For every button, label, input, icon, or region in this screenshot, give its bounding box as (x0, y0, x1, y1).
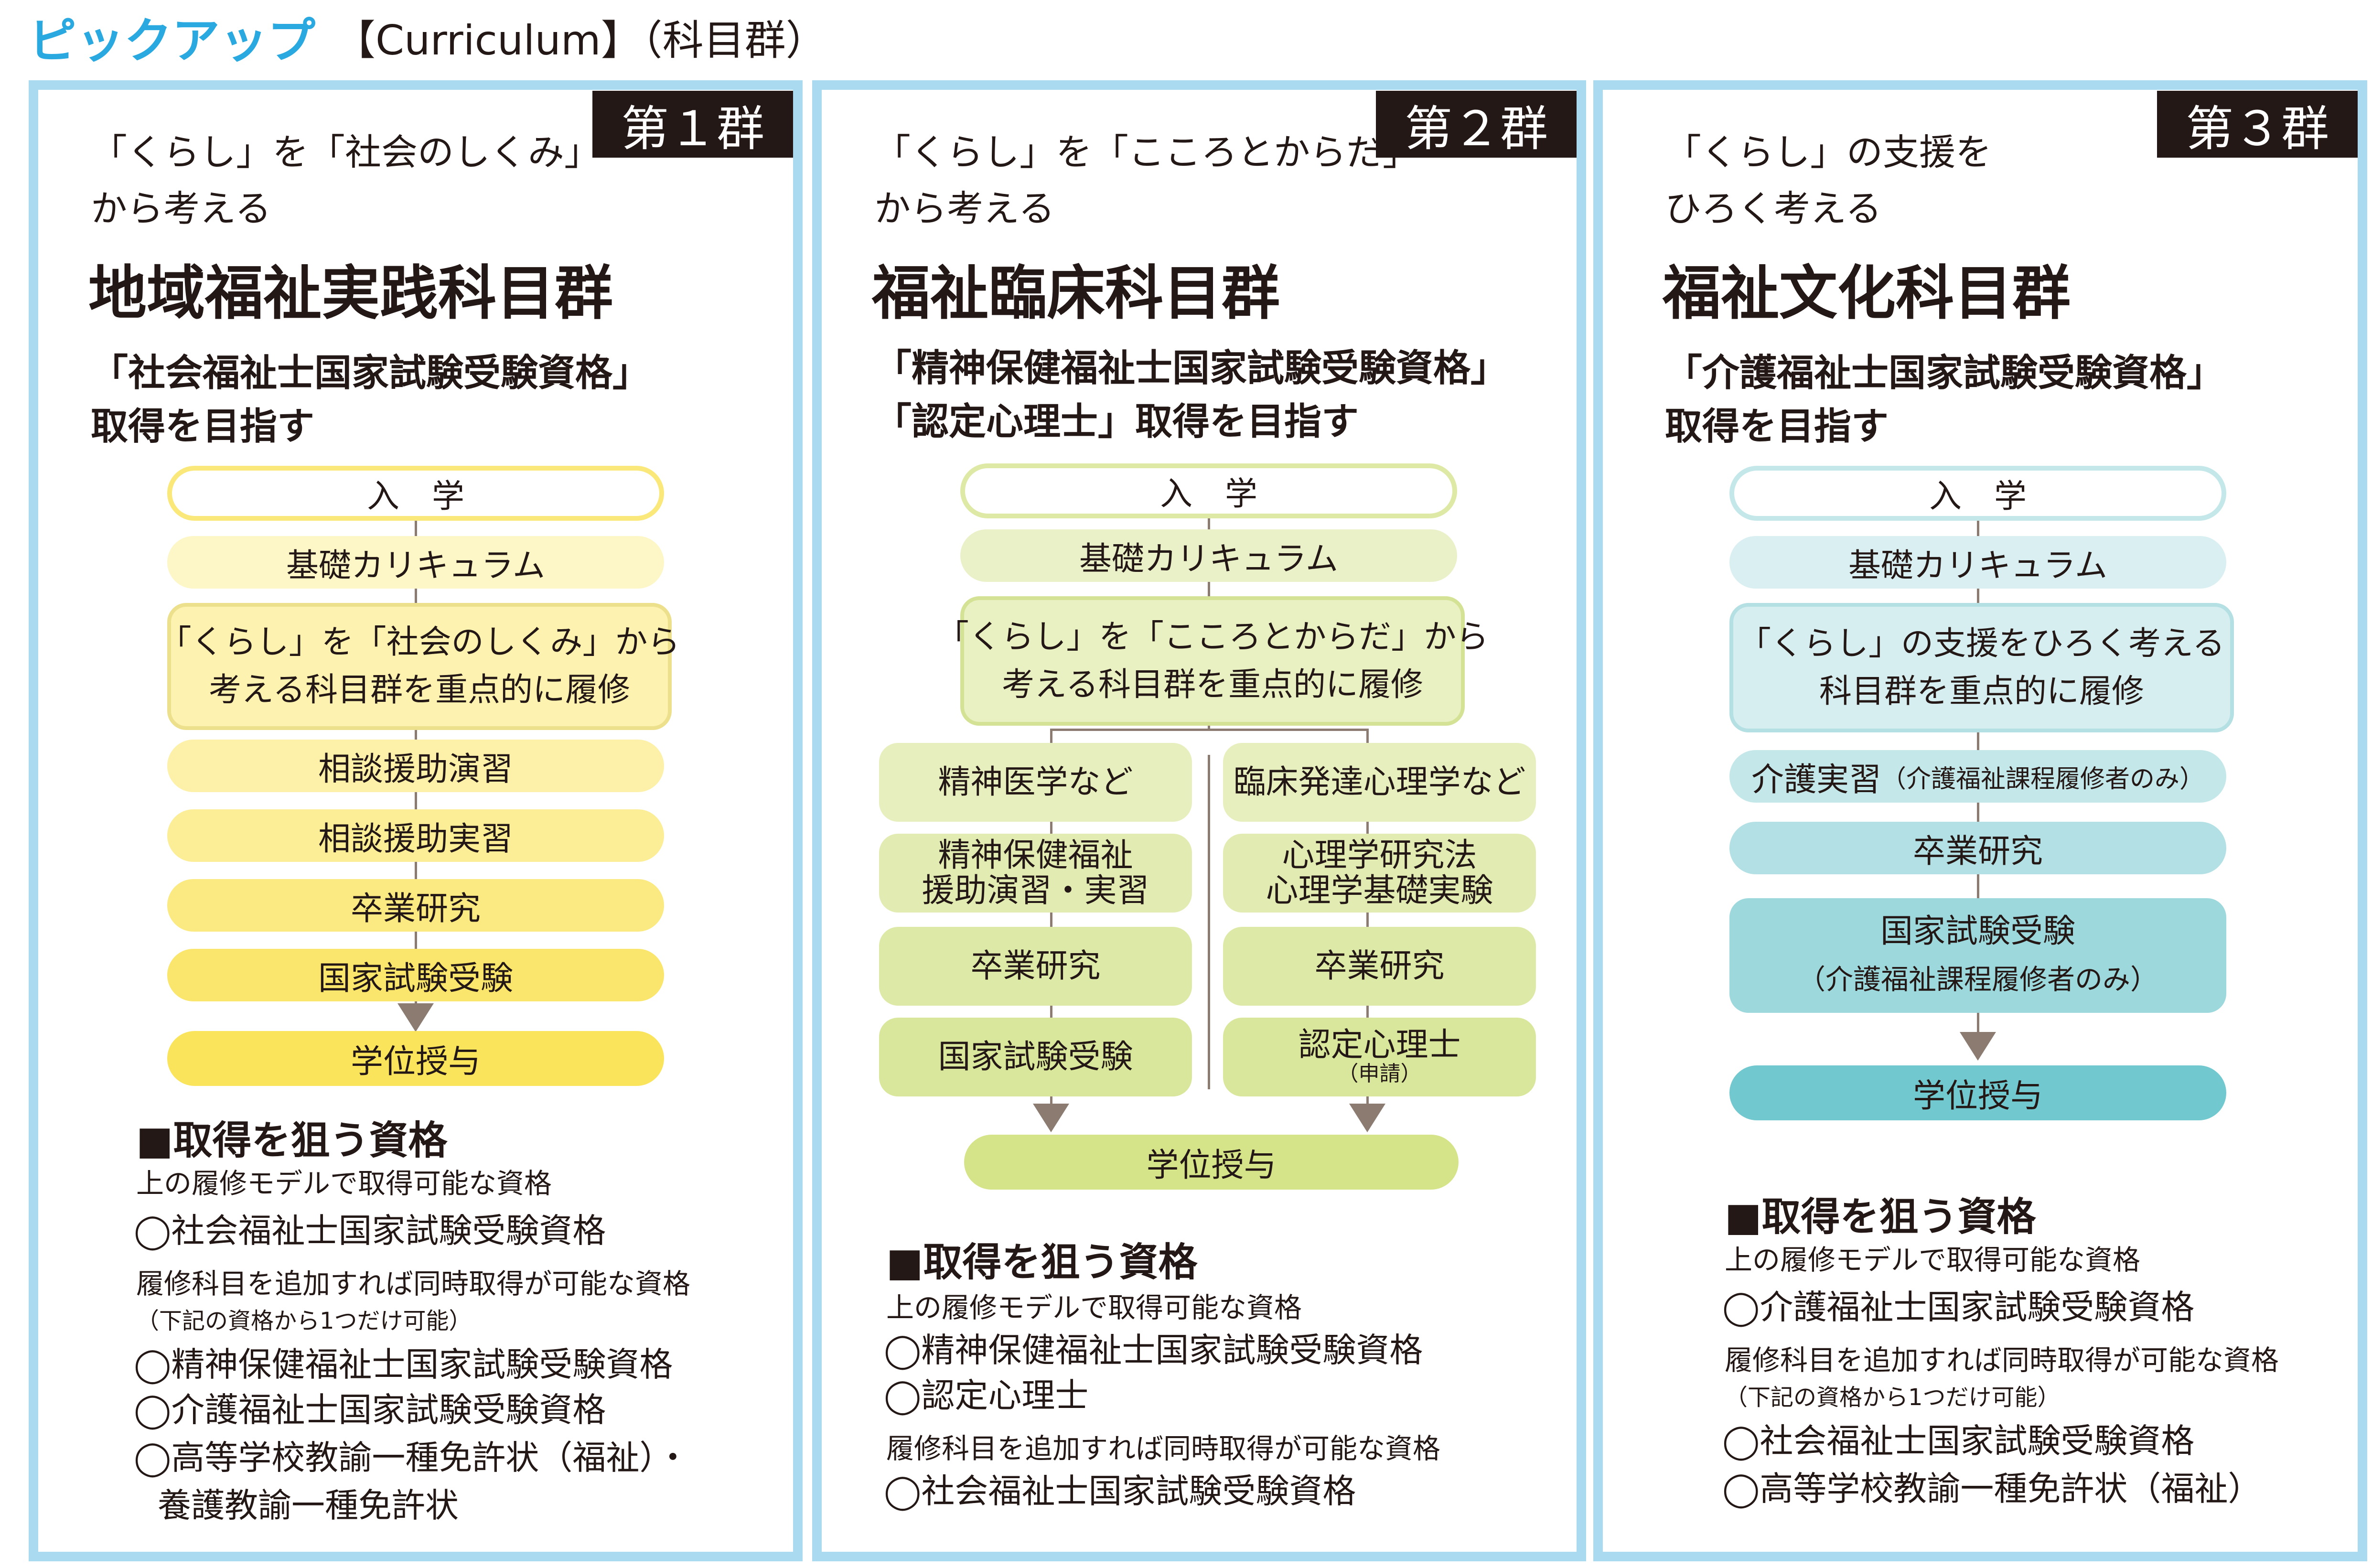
group1-degree: 学位授与 (167, 1031, 664, 1086)
group3-tag: 第３群 (2157, 91, 2358, 158)
group2-left-psychiatry: 精神医学など (879, 743, 1192, 822)
group2-qual-heading: ■取得を狙う資格 (886, 1240, 1198, 1285)
group2-right-step4: 認定心理士 (1298, 1026, 1461, 1064)
group3-panel (1593, 80, 2367, 1561)
group2-left-step2-line2: 援助演習・実習 (922, 871, 1149, 910)
page-header: ピックアップ 【Curriculum】（科目群） (29, 3, 827, 70)
group1-qual-extra-item: ◯介護福祉士国家試験受験資格 (134, 1390, 606, 1429)
group2-qual-model-item: ◯精神保健福祉士国家試験受験資格 (884, 1331, 1423, 1370)
group3-step-care-practice: 介護実習（介護福祉課程履修者のみ） (1729, 750, 2226, 803)
group1-entry: 入 学 (167, 466, 664, 521)
group2-focus-box: 「くらし」を「こころとからだ」から 考える科目群を重点的に履修 (936, 596, 1489, 726)
group2-qual-extra-item: ◯社会福祉士国家試験受験資格 (884, 1471, 1356, 1511)
group1-qual-model-label: 上の履修モデルで取得可能な資格 (136, 1167, 552, 1200)
group1-focus-line2: 考える科目群を重点的に履修 (209, 671, 630, 709)
group1-focus-line1: 「くらし」を「社会のしくみ」から (159, 623, 680, 661)
group2-intro-line2: から考える (874, 187, 1055, 230)
group3-step3-label: 国家試験受験 (1880, 913, 2075, 950)
group1-qual-extra-item: ◯高等学校教諭一種免許状（福祉）・ (134, 1438, 690, 1477)
group1-title: 地域福祉実践科目群 (88, 259, 613, 327)
pickup-title: ピックアップ (29, 12, 315, 69)
group1-qual-heading: ■取得を狙う資格 (136, 1118, 448, 1163)
group1-intro-line1: 「くらし」を「社会のしくみ」 (91, 131, 601, 173)
group3-title: 福祉文化科目群 (1663, 259, 2071, 327)
group3-focus-box: 「くらし」の支援をひろく考える 科目群を重点的に履修 (1729, 603, 2234, 732)
group1-qual-extra-label: 履修科目を追加すれば同時取得が可能な資格 (136, 1267, 691, 1300)
group1-step-national-exam: 国家試験受験 (167, 949, 664, 1001)
group2-title: 福祉臨床科目群 (872, 259, 1280, 327)
group1-step-consult-practice: 相談援助実習 (167, 809, 664, 862)
group2-tag: 第２群 (1376, 91, 1577, 158)
group3-qual-extra-item: ◯高等学校教諭一種免許状（福祉） (1722, 1469, 2262, 1508)
group2-center-divider (1208, 755, 1210, 1089)
group3-step-graduation-research: 卒業研究 (1729, 822, 2226, 874)
group1-qual-extra-item: ◯精神保健福祉士国家試験受験資格 (134, 1345, 673, 1384)
group3-qual-extra-label: 履修科目を追加すれば同時取得が可能な資格 (1725, 1344, 2279, 1376)
group1-arrow-icon (397, 1003, 434, 1032)
group3-entry: 入 学 (1729, 466, 2226, 521)
group2-focus-line1: 「くらし」を「こころとからだ」から (936, 618, 1489, 656)
group2-right-psych-methods: 心理学研究法 心理学基礎実験 (1223, 834, 1536, 913)
group1-qual-model-item: ◯社会福祉士国家試験受験資格 (134, 1211, 606, 1250)
group2-branch-left-line (1050, 729, 1052, 1106)
group3-aim-line1: 「介護福祉士国家試験受験資格」 (1665, 352, 2224, 395)
group2-branch-line (1051, 729, 1369, 731)
group3-focus-line2: 科目群を重点的に履修 (1819, 672, 2144, 710)
group2-right-arrow-icon (1349, 1104, 1385, 1132)
group2-qual-extra-label: 履修科目を追加すれば同時取得が可能な資格 (886, 1432, 1441, 1465)
group3-focus-line1: 「くらし」の支援をひろく考える (1739, 624, 2225, 663)
group1-step-consult-exercise: 相談援助演習 (167, 740, 664, 792)
group3-qual-model-item: ◯介護福祉士国家試験受験資格 (1722, 1288, 2195, 1327)
group3-qual-heading: ■取得を狙う資格 (1725, 1194, 2036, 1240)
group1-aim-line2: 取得を目指す (91, 405, 315, 448)
group1-basic-curriculum: 基礎カリキュラム (167, 536, 664, 589)
group2-right-step2-line1: 心理学研究法 (1282, 836, 1477, 874)
group2-right-step2-line2: 心理学基礎実験 (1266, 871, 1493, 910)
group3-step3-note: （介護福祉課程履修者のみ） (1797, 963, 2158, 996)
group1-intro-line2: から考える (91, 187, 271, 230)
group2-right-developmental-psych: 臨床発達心理学など (1223, 743, 1536, 822)
group3-step-national-exam: 国家試験受験 （介護福祉課程履修者のみ） (1729, 898, 2226, 1013)
group3-step-care-practice-label: 介護実習 (1751, 761, 1881, 799)
group2-right-graduation-research: 卒業研究 (1223, 927, 1536, 1006)
group3-step-care-practice-note: （介護福祉課程履修者のみ） (1881, 764, 2205, 794)
group2-aim-line1: 「精神保健福祉士国家試験受験資格」 (874, 347, 1508, 390)
group1-step-graduation-research: 卒業研究 (167, 879, 664, 932)
group2-right-step4-note: （申請） (1337, 1061, 1422, 1086)
group1-aim-line1: 「社会福祉士国家試験受験資格」 (91, 352, 650, 395)
group2-branch-right-line (1366, 729, 1369, 1106)
group2-focus-line2: 考える科目群を重点的に履修 (1002, 666, 1423, 704)
group3-qual-extra-item: ◯社会福祉士国家試験受験資格 (1722, 1421, 2195, 1461)
group1-focus-box: 「くらし」を「社会のしくみ」から 考える科目群を重点的に履修 (159, 603, 680, 730)
group3-basic-curriculum: 基礎カリキュラム (1729, 536, 2226, 589)
group3-intro-line2: ひろく考える (1665, 187, 1882, 230)
group2-basic-curriculum: 基礎カリキュラム (960, 529, 1457, 582)
group2-left-graduation-research: 卒業研究 (879, 927, 1192, 1006)
group3-qual-extra-note: （下記の資格から1つだけ可能） (1725, 1384, 2061, 1411)
group2-aim-line2: 「認定心理士」取得を目指す (874, 400, 1359, 443)
group2-right-certified-psychologist: 認定心理士 （申請） (1223, 1018, 1536, 1096)
group3-aim-line2: 取得を目指す (1665, 405, 1889, 448)
group1-qual-extra-note: （下記の資格から1つだけ可能） (136, 1308, 472, 1334)
group3-qual-model-label: 上の履修モデルで取得可能な資格 (1725, 1244, 2141, 1276)
group2-qual-model-item: ◯認定心理士 (884, 1376, 1089, 1415)
group1-qual-extra-item: 養護教諭一種免許状 (158, 1486, 459, 1525)
curriculum-title: 【Curriculum】（科目群） (334, 16, 827, 64)
group2-qual-model-label: 上の履修モデルで取得可能な資格 (886, 1291, 1302, 1324)
group2-degree: 学位授与 (964, 1135, 1459, 1190)
group3-intro-line1: 「くらし」の支援を (1665, 131, 1992, 173)
group2-intro-line1: 「くらし」を「こころとからだ」 (874, 131, 1419, 173)
group1-tag: 第１群 (592, 91, 793, 158)
group2-left-national-exam: 国家試験受験 (879, 1018, 1192, 1096)
group2-left-arrow-icon (1033, 1104, 1069, 1132)
group2-left-mental-health-practice: 精神保健福祉 援助演習・実習 (879, 834, 1192, 913)
group3-degree: 学位授与 (1729, 1065, 2226, 1120)
group2-entry: 入 学 (960, 463, 1457, 518)
group2-left-step2-line1: 精神保健福祉 (938, 836, 1133, 874)
group3-arrow-icon (1960, 1032, 1996, 1061)
